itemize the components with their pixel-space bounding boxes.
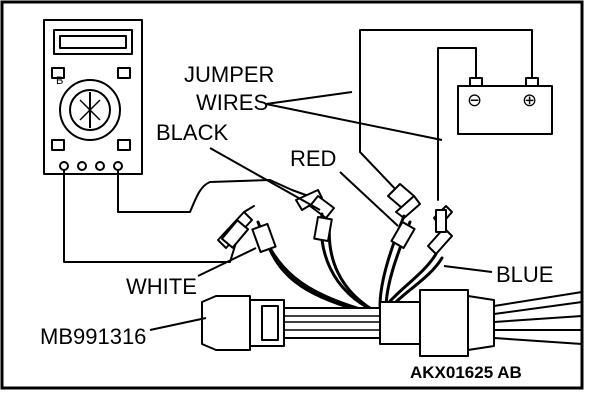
multimeter-jack-3 — [95, 161, 105, 171]
meter-lead-v — [117, 169, 315, 213]
multimeter-jack-v — [113, 161, 123, 171]
red-probe-body — [390, 220, 416, 250]
multimeter: B — [43, 19, 143, 175]
battery: ⊖ ⊕ — [457, 77, 553, 135]
jumper-label-line1: JUMPER — [184, 62, 274, 87]
meter-lead-com — [63, 169, 239, 263]
red-leader — [339, 171, 399, 227]
blue-leader — [443, 265, 493, 273]
jumper-wire-negative — [437, 47, 477, 201]
multimeter-jack-2 — [77, 161, 87, 171]
red-label: RED — [290, 146, 336, 171]
figure-frame — [0, 0, 584, 390]
white-label: WHITE — [126, 274, 197, 299]
jumper-label-line2: WIRES — [196, 90, 268, 115]
black-probe-body — [313, 215, 333, 243]
black-leader — [209, 147, 321, 211]
multimeter-mode-text: B — [56, 75, 63, 87]
red-clip — [387, 183, 421, 219]
multimeter-jack-com — [59, 161, 69, 171]
battery-negative-terminal: ⊖ — [467, 90, 482, 110]
white-leader — [197, 247, 257, 277]
blue-label: BLUE — [496, 262, 553, 287]
tool-id-label: MB991316 — [40, 324, 146, 349]
jumper-wire-positive — [359, 29, 533, 195]
black-label: BLACK — [156, 120, 228, 145]
tool-leader — [149, 317, 207, 331]
figure-code: AKX01625 AB — [410, 363, 522, 382]
jumper-leader-1 — [265, 91, 353, 105]
white-probe-body — [251, 222, 277, 254]
harness-connector — [201, 289, 583, 357]
blue-probe-body — [435, 209, 447, 233]
battery-positive-terminal: ⊕ — [522, 90, 537, 110]
jumper-leader-2 — [265, 103, 443, 141]
white-probe-tip — [220, 219, 250, 249]
